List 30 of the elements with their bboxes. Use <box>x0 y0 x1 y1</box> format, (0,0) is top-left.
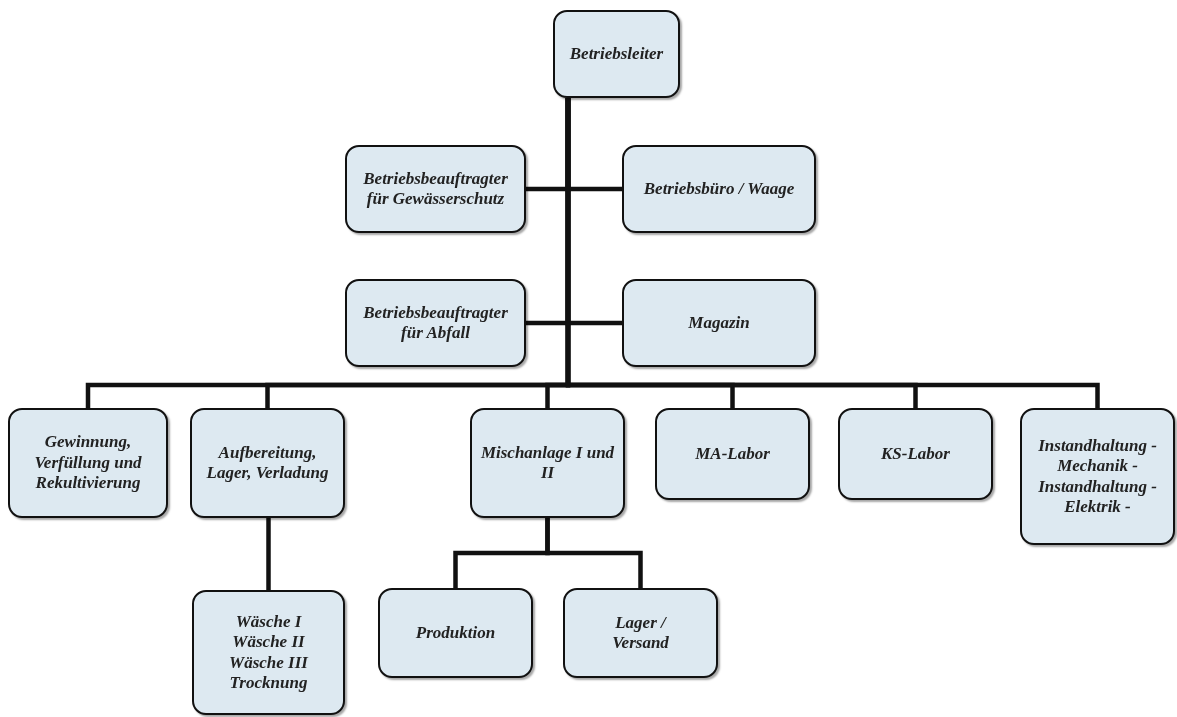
org-box <box>378 588 533 678</box>
org-box <box>8 408 168 518</box>
box-label: Magazin <box>687 312 751 334</box>
box-label: Gewinnung, Verfüllung und Rekultivierung <box>33 432 143 494</box>
org-box <box>563 588 718 678</box>
org-box <box>192 590 345 715</box>
box-label: Lager / Versand <box>611 612 670 654</box>
box-label: MA-Labor <box>694 443 771 465</box>
connector-line <box>266 518 271 590</box>
box-label: Betriebsleiter <box>568 43 665 65</box>
box-label: Aufbereitung, Lager, Verladung <box>205 442 330 484</box>
org-box <box>622 145 816 233</box>
org-box <box>470 408 625 518</box>
box-label: Produktion <box>414 622 497 644</box>
org-box <box>553 10 680 98</box>
box-label: Mischanlage I und II <box>479 442 616 484</box>
box-label: Wäsche I Wäsche II Wäsche III Trocknung <box>228 611 309 694</box>
org-box <box>190 408 345 518</box>
org-box <box>345 279 526 367</box>
org-box <box>655 408 810 500</box>
connector-line <box>545 518 643 588</box>
box-label: Betriebsbeauftragter für Abfall <box>362 302 509 344</box>
box-label: KS-Labor <box>880 443 951 465</box>
box-label: Betriebsbüro / Waage <box>642 178 796 200</box>
org-box <box>1020 408 1175 545</box>
box-label: Betriebsbeauftragter für Gewässerschutz <box>362 168 509 210</box>
org-box <box>838 408 993 500</box>
org-box <box>345 145 526 233</box>
box-label: Instandhaltung - Mechanik - Instandhaltung - Elektrik - <box>1037 435 1158 518</box>
org-box <box>622 279 816 367</box>
